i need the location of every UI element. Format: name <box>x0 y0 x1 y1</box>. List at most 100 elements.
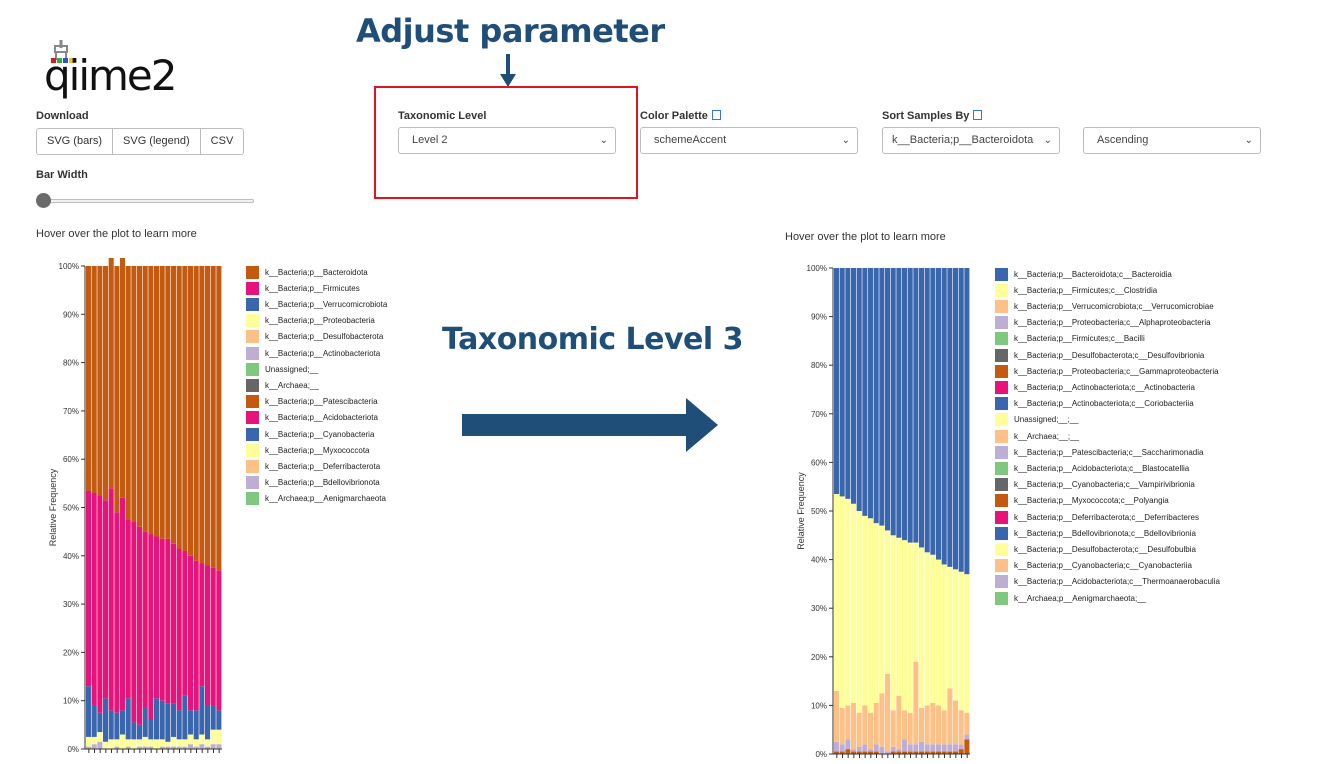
bar-segment[interactable] <box>924 744 930 752</box>
bar-segment[interactable] <box>154 698 160 740</box>
bar-segment[interactable] <box>941 710 947 745</box>
bar-segment[interactable] <box>114 266 120 513</box>
bar-segment[interactable] <box>868 268 874 519</box>
legend-item[interactable]: k__Bacteria;p__Bacteroidota;c__Bacteroid… <box>995 267 1172 281</box>
legend-item[interactable]: k__Bacteria;p__Firmicutes;c__Bacilli <box>995 332 1145 346</box>
legend-item[interactable]: Unassigned;__ <box>246 362 318 376</box>
bar-segment[interactable] <box>941 564 947 711</box>
bar-segment[interactable] <box>91 736 97 745</box>
bar-segment[interactable] <box>97 712 103 733</box>
bar-segment[interactable] <box>86 266 92 491</box>
bar-segment[interactable] <box>953 700 959 745</box>
bar-segment[interactable] <box>86 746 92 749</box>
bar-segment[interactable] <box>851 751 857 754</box>
bar-segment[interactable] <box>176 746 182 749</box>
bar-segment[interactable] <box>159 739 165 747</box>
legend-item[interactable]: k__Bacteria;p__Firmicutes;c__Clostridia <box>995 283 1157 297</box>
bar-segment[interactable] <box>834 268 840 494</box>
bar-segment[interactable] <box>936 705 942 745</box>
bar-segment[interactable] <box>114 512 120 713</box>
legend-item[interactable]: k__Bacteria;p__Proteobacteria;c__Gammapr… <box>995 364 1219 378</box>
bar-segment[interactable] <box>873 702 879 745</box>
bar-segment[interactable] <box>862 705 868 745</box>
info-icon[interactable] <box>711 110 721 120</box>
bar-segment[interactable] <box>907 712 913 745</box>
bar-segment[interactable] <box>159 266 165 539</box>
legend-item[interactable]: k__Bacteria;p__Acidobacteriota;c__Thermo… <box>995 575 1220 589</box>
bar-segment[interactable] <box>182 746 188 749</box>
bar-segment[interactable] <box>188 555 194 711</box>
bar-segment[interactable] <box>182 266 188 551</box>
bar-segment[interactable] <box>210 567 216 706</box>
bar-segment[interactable] <box>930 554 936 703</box>
bar-segment[interactable] <box>182 739 188 747</box>
legend-item[interactable]: k__Bacteria;p__Cyanobacteria;c__Cyanobac… <box>995 559 1192 573</box>
bar-segment[interactable] <box>97 495 103 713</box>
bar-segment[interactable] <box>885 530 891 674</box>
bar-segment[interactable] <box>205 746 211 749</box>
bar-segment[interactable] <box>862 515 868 706</box>
bar-segment[interactable] <box>862 744 868 752</box>
bar-segment[interactable] <box>148 739 154 747</box>
bar-segment[interactable] <box>930 744 936 752</box>
bar-segment[interactable] <box>137 746 143 749</box>
bar-segment[interactable] <box>936 268 942 560</box>
legend-item[interactable]: k__Bacteria;p__Proteobacteria;c__Alphapr… <box>995 316 1211 330</box>
color-palette-select[interactable]: schemeAccent ⌄ <box>640 127 858 154</box>
bar-segment[interactable] <box>919 707 925 742</box>
bar-segment[interactable] <box>154 266 160 537</box>
bar-segment[interactable] <box>856 511 862 713</box>
bar-segment[interactable] <box>964 739 970 754</box>
bar-segment[interactable] <box>896 268 902 538</box>
bar-segment[interactable] <box>91 705 97 737</box>
bar-segment[interactable] <box>199 744 205 749</box>
bar-segment[interactable] <box>103 500 109 699</box>
bar-segment[interactable] <box>131 722 137 740</box>
bar-segment[interactable] <box>851 702 857 750</box>
bar-segment[interactable] <box>188 744 194 749</box>
bar-segment[interactable] <box>834 741 840 752</box>
legend-item[interactable]: k__Bacteria;p__Verrucomicrobiota;c__Verr… <box>995 299 1214 313</box>
bar-segment[interactable] <box>176 266 182 549</box>
bar-segment[interactable] <box>879 693 885 747</box>
bar-segment[interactable] <box>953 751 959 754</box>
bar-segment[interactable] <box>103 266 109 501</box>
bar-segment[interactable] <box>120 710 126 735</box>
bar-segment[interactable] <box>873 523 879 703</box>
legend-item[interactable]: k__Bacteria;p__Acidobacteriota <box>246 411 378 425</box>
bar-segment[interactable] <box>941 744 947 752</box>
bar-segment[interactable] <box>964 268 970 575</box>
bar-segment[interactable] <box>86 736 92 747</box>
bar-segment[interactable] <box>159 700 165 740</box>
bar-segment[interactable] <box>851 268 857 504</box>
bar-segment[interactable] <box>964 734 970 740</box>
bar-segment[interactable] <box>936 559 942 706</box>
bar-segment[interactable] <box>193 746 199 749</box>
bar-segment[interactable] <box>890 710 896 747</box>
bar-segment[interactable] <box>868 751 874 754</box>
bar-segment[interactable] <box>97 732 103 742</box>
bar-segment[interactable] <box>924 705 930 745</box>
bar-segment[interactable] <box>913 661 919 745</box>
bar-segment[interactable] <box>108 488 114 711</box>
legend-item[interactable]: k__Bacteria;p__Verrucomicrobiota <box>246 297 387 311</box>
bar-segment[interactable] <box>902 268 908 541</box>
bar-segment[interactable] <box>868 712 874 750</box>
bar-segment[interactable] <box>913 751 919 754</box>
bar-segment[interactable] <box>205 565 211 706</box>
bar-segment[interactable] <box>199 266 205 564</box>
bar-segment[interactable] <box>125 519 131 699</box>
bar-segment[interactable] <box>137 266 143 527</box>
bar-segment[interactable] <box>148 534 154 721</box>
download-svg-legend-button[interactable]: SVG (legend) <box>112 128 201 155</box>
bar-segment[interactable] <box>103 698 109 742</box>
legend-item[interactable]: k__Archaea;p__Aenigmarchaeota <box>246 492 386 506</box>
bar-segment[interactable] <box>851 749 857 752</box>
legend-item[interactable]: k__Bacteria;p__Proteobacteria <box>246 314 375 328</box>
bar-segment[interactable] <box>148 746 154 749</box>
bar-segment[interactable] <box>165 703 171 742</box>
bar-segment[interactable] <box>953 744 959 752</box>
bar-segment[interactable] <box>924 552 930 706</box>
bar-segment[interactable] <box>97 741 103 749</box>
bar-segment[interactable] <box>114 712 120 740</box>
